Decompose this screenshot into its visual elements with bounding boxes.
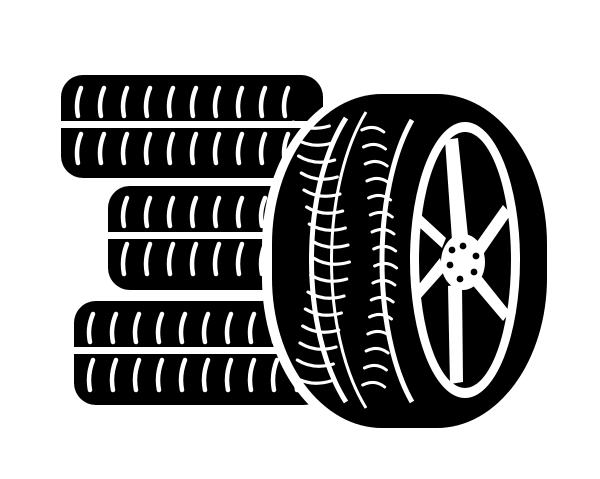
tread-groove bbox=[120, 131, 130, 166]
lug-nuts bbox=[446, 242, 480, 283]
tread-groove bbox=[120, 195, 130, 229]
front-tire bbox=[262, 86, 554, 438]
tread-groove bbox=[189, 85, 199, 119]
tread-groove bbox=[178, 311, 188, 345]
tread-chevron bbox=[369, 295, 395, 304]
tread-chevron bbox=[309, 273, 349, 283]
tread-groove bbox=[74, 131, 84, 166]
tread-chevron bbox=[370, 227, 396, 236]
tread-groove bbox=[212, 195, 222, 229]
tread-groove bbox=[155, 311, 165, 345]
tread-groove bbox=[224, 311, 234, 345]
tread-chevron bbox=[291, 120, 331, 130]
tread-groove bbox=[235, 131, 245, 166]
tread-chevron bbox=[368, 210, 394, 219]
tread-groove bbox=[178, 357, 188, 393]
tread-groove bbox=[143, 85, 153, 119]
tread-chevron bbox=[366, 329, 392, 338]
tread-chevron bbox=[306, 290, 346, 300]
tread-groove bbox=[189, 195, 199, 229]
rim bbox=[410, 122, 520, 398]
tread-groove bbox=[109, 311, 119, 345]
tread-groove bbox=[166, 131, 176, 166]
tread-chevron bbox=[362, 142, 387, 151]
tread-chevron bbox=[303, 307, 343, 317]
tread-groove bbox=[201, 311, 211, 345]
tread-groove bbox=[281, 85, 291, 119]
tread-chevron bbox=[362, 363, 388, 372]
tread-groove bbox=[166, 85, 176, 119]
tread-chevron bbox=[302, 188, 342, 198]
tread-chevron bbox=[305, 205, 345, 215]
tread-groove bbox=[235, 241, 245, 277]
tread-groove bbox=[270, 357, 280, 393]
tread-groove bbox=[109, 357, 119, 393]
tread-groove bbox=[86, 311, 96, 345]
tread-groove bbox=[166, 195, 176, 229]
tread-chevron bbox=[299, 171, 339, 181]
tread-groove bbox=[235, 195, 245, 229]
tread-chevron bbox=[368, 312, 393, 321]
tread-chevron bbox=[363, 159, 389, 168]
tread-groove bbox=[258, 195, 268, 229]
tread-groove bbox=[155, 357, 165, 393]
stacked-tire-top bbox=[61, 75, 323, 178]
tread-groove bbox=[212, 85, 222, 119]
tread-groove bbox=[86, 357, 96, 393]
tread-chevron bbox=[310, 239, 350, 249]
tread-groove bbox=[212, 131, 222, 166]
tread-chevron bbox=[371, 278, 397, 287]
tread-groove bbox=[132, 311, 142, 345]
tread-chevron bbox=[373, 261, 399, 270]
tread-chevron bbox=[297, 154, 337, 164]
tread-groove bbox=[143, 241, 153, 277]
tread-groove bbox=[132, 357, 142, 393]
tread-chevron bbox=[307, 222, 347, 232]
tread-groove bbox=[166, 241, 176, 277]
tread-chevron bbox=[360, 125, 386, 134]
tread-groove bbox=[143, 195, 153, 229]
tread-chevron bbox=[361, 380, 387, 389]
tread-groove bbox=[247, 357, 257, 393]
tread-groove bbox=[258, 85, 268, 119]
tread-chevron bbox=[294, 137, 334, 147]
tread-groove bbox=[247, 311, 257, 345]
tread-groove bbox=[258, 131, 268, 166]
tread-chevron bbox=[298, 341, 338, 351]
tread-groove bbox=[224, 357, 234, 393]
tread-groove bbox=[189, 131, 199, 166]
tread-groove bbox=[120, 85, 130, 119]
tread-groove bbox=[97, 131, 107, 166]
front-tire-tread bbox=[291, 120, 399, 389]
tread-groove bbox=[143, 131, 153, 166]
tread-chevron bbox=[301, 324, 341, 334]
tread-chevron bbox=[295, 358, 335, 368]
tread-groove bbox=[235, 85, 245, 119]
tread-chevron bbox=[293, 375, 333, 385]
tread-groove bbox=[120, 241, 130, 277]
tread-groove bbox=[97, 85, 107, 119]
tread-groove bbox=[201, 357, 211, 393]
tread-chevron bbox=[365, 176, 391, 185]
tread-chevron bbox=[367, 193, 393, 202]
tread-chevron bbox=[372, 244, 398, 253]
tread-chevron bbox=[311, 256, 351, 266]
tread-groove bbox=[212, 241, 222, 277]
tread-groove bbox=[74, 85, 84, 119]
tread-groove bbox=[189, 241, 199, 277]
tread-chevron bbox=[364, 346, 390, 355]
